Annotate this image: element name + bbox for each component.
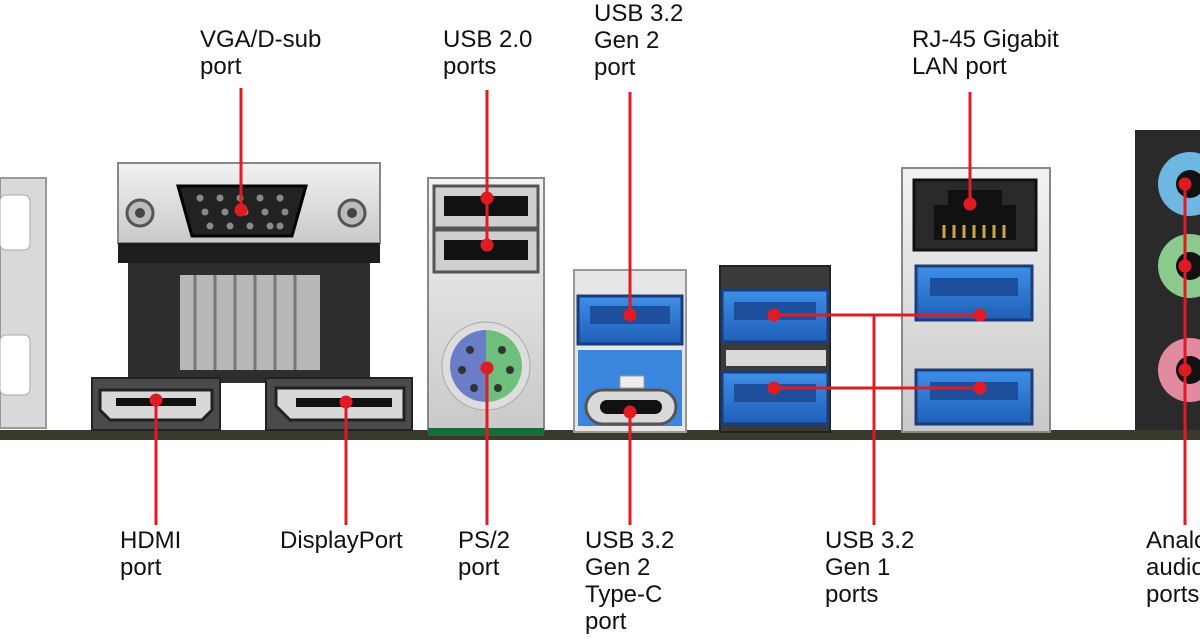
label-usb32-gen2: USB 3.2 Gen 2 port <box>594 0 684 81</box>
left-bracket <box>0 177 47 429</box>
label-usb32-gen1: USB 3.2 Gen 1 ports <box>825 527 915 608</box>
label-audio: Analog audio ports <box>1146 527 1200 608</box>
leader-lines <box>149 88 1192 525</box>
pcb-board <box>0 430 1200 440</box>
label-usb-typec: USB 3.2 Gen 2 Type-C port <box>585 527 675 635</box>
label-rj45: RJ-45 Gigabit LAN port <box>912 26 1059 80</box>
label-vga: VGA/D-sub port <box>200 26 322 80</box>
displayport-connector <box>265 377 413 431</box>
label-usb20: USB 2.0 ports <box>443 26 533 80</box>
vga-connector <box>117 162 381 383</box>
audio-jacks <box>1135 130 1200 430</box>
label-hdmi: HDMI port <box>120 527 182 581</box>
label-displayport: DisplayPort <box>280 527 403 554</box>
usb32-gen1-stack <box>719 265 831 433</box>
label-ps2: PS/2 port <box>458 527 511 581</box>
